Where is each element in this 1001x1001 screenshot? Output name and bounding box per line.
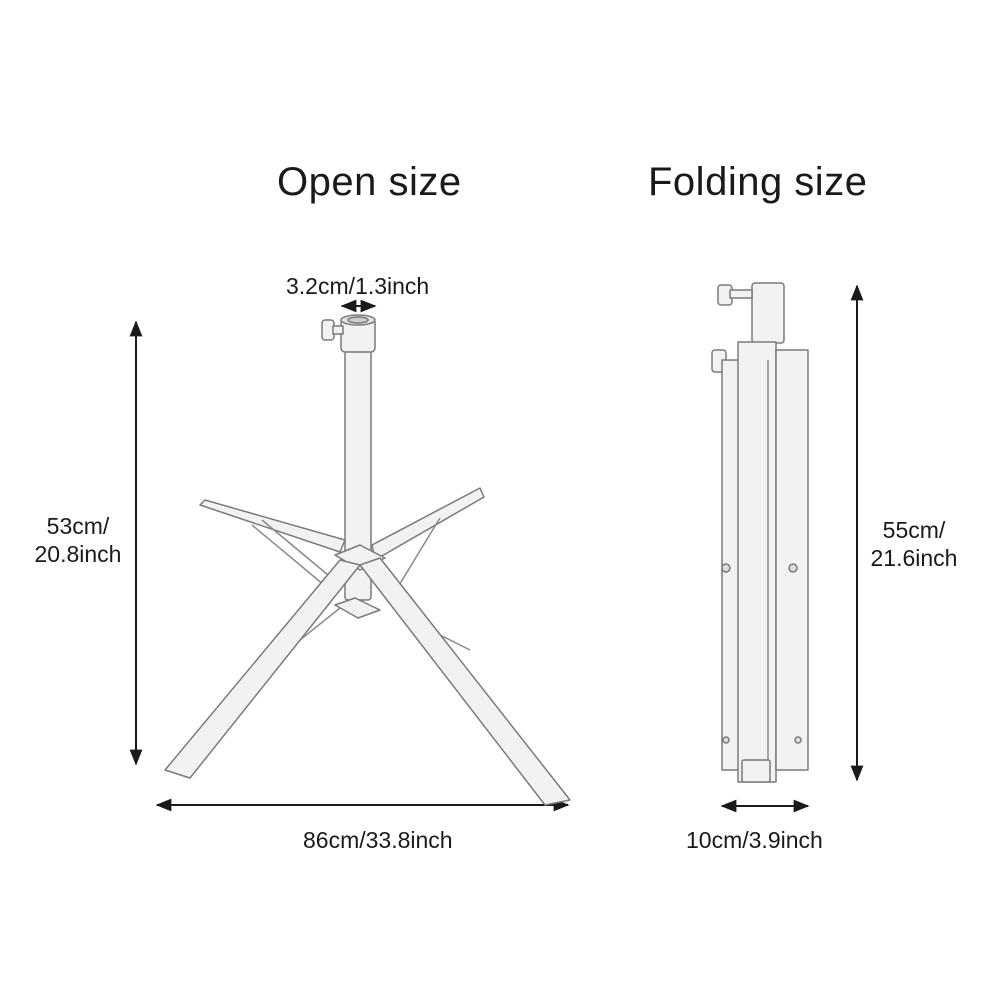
open-height-cm: 53cm/: [46, 513, 110, 539]
open-height-label: 53cm/ 20.8inch: [22, 512, 134, 568]
folded-height-inch: 21.6inch: [870, 545, 958, 571]
open-stand-illustration: [164, 314, 571, 806]
open-size-title: Open size: [277, 160, 462, 204]
tube-diameter-label: 3.2cm/1.3inch: [286, 273, 430, 299]
folding-size-title: Folding size: [648, 160, 868, 204]
open-width-label: 86cm/33.8inch: [303, 827, 453, 853]
folded-height-cm: 55cm/: [882, 517, 946, 543]
folded-stand-illustration: [711, 282, 809, 783]
folded-width-label: 10cm/3.9inch: [686, 827, 823, 853]
folded-height-label: 55cm/ 21.6inch: [860, 516, 968, 572]
open-height-inch: 20.8inch: [34, 541, 122, 567]
